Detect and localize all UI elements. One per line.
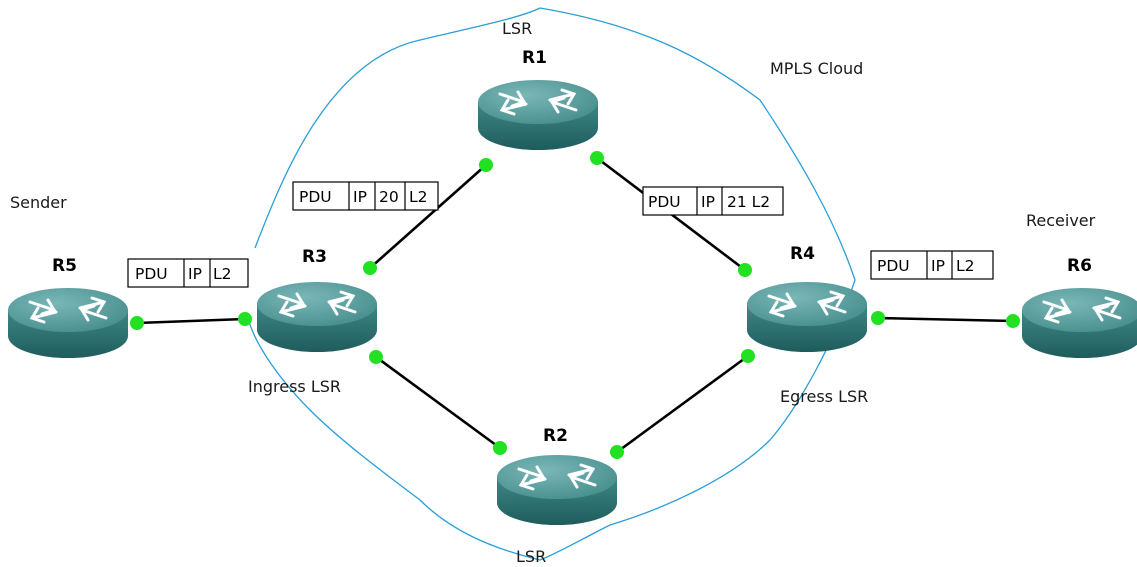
r4-role-label: Egress LSR: [780, 387, 868, 406]
link-r2-r4: [616, 354, 749, 454]
packet-field: IP: [931, 257, 945, 275]
r3-role-label: Ingress LSR: [248, 377, 341, 396]
packet-field: PDU: [877, 257, 910, 275]
packet-field: IP: [701, 193, 715, 211]
port-r4-r6: [871, 311, 885, 325]
router-r1-label: R1: [522, 48, 547, 68]
port-r3-r1: [363, 261, 377, 275]
packet-field: L2: [409, 188, 428, 206]
router-r6-label: R6: [1067, 256, 1092, 276]
router-r2-label: R2: [543, 426, 568, 446]
router-r5-label: R5: [52, 256, 77, 276]
packet-r3-to-r1: PDU IP 20 L2: [292, 181, 439, 211]
port-r4-r1: [738, 263, 752, 277]
sender-label: Sender: [10, 193, 67, 212]
mpls-cloud-label: MPLS Cloud: [770, 59, 863, 78]
router-r5-icon[interactable]: [6, 286, 130, 360]
port-r2-r4: [610, 445, 624, 459]
packet-sender-to-r3: PDU IP L2: [127, 258, 249, 288]
link-r4-r6: [877, 316, 1014, 323]
packet-field: L2: [956, 257, 975, 275]
packet-r4-to-receiver: PDU IP L2: [870, 250, 994, 280]
router-r4-label: R4: [790, 244, 815, 264]
link-r3-r2: [375, 355, 501, 450]
packet-field: PDU: [648, 193, 681, 211]
port-r1-r3: [479, 158, 493, 172]
port-r6-r4: [1006, 314, 1020, 328]
packet-field: 21 L2: [727, 193, 770, 211]
port-r4-r2: [741, 349, 755, 363]
packet-field: IP: [188, 265, 202, 283]
router-r6-icon[interactable]: [1020, 286, 1137, 360]
port-r1-r4: [590, 151, 604, 165]
r2-role-label: LSR: [516, 547, 546, 566]
port-r2-r3: [493, 441, 507, 455]
link-r5-r3: [136, 317, 246, 325]
port-r3-r5: [238, 312, 252, 326]
mpls-cloud-outline: [247, 7, 856, 561]
packet-field: 20: [379, 188, 399, 206]
port-r5-r3: [130, 316, 144, 330]
packet-field: PDU: [135, 265, 168, 283]
packet-field: L2: [213, 265, 232, 283]
receiver-label: Receiver: [1026, 211, 1096, 230]
packet-field: IP: [353, 188, 367, 206]
packet-r1-to-r4: PDU IP 21 L2: [642, 186, 784, 216]
link-r3-r1: [369, 164, 487, 269]
router-r2-icon[interactable]: [495, 453, 619, 527]
r1-role-label: LSR: [502, 19, 532, 38]
port-r3-r2: [369, 350, 383, 364]
packet-field: PDU: [299, 188, 332, 206]
router-r3-icon[interactable]: [255, 280, 379, 354]
router-r3-label: R3: [302, 247, 327, 267]
router-r1-icon[interactable]: [476, 78, 600, 152]
router-r4-icon[interactable]: [745, 280, 869, 354]
